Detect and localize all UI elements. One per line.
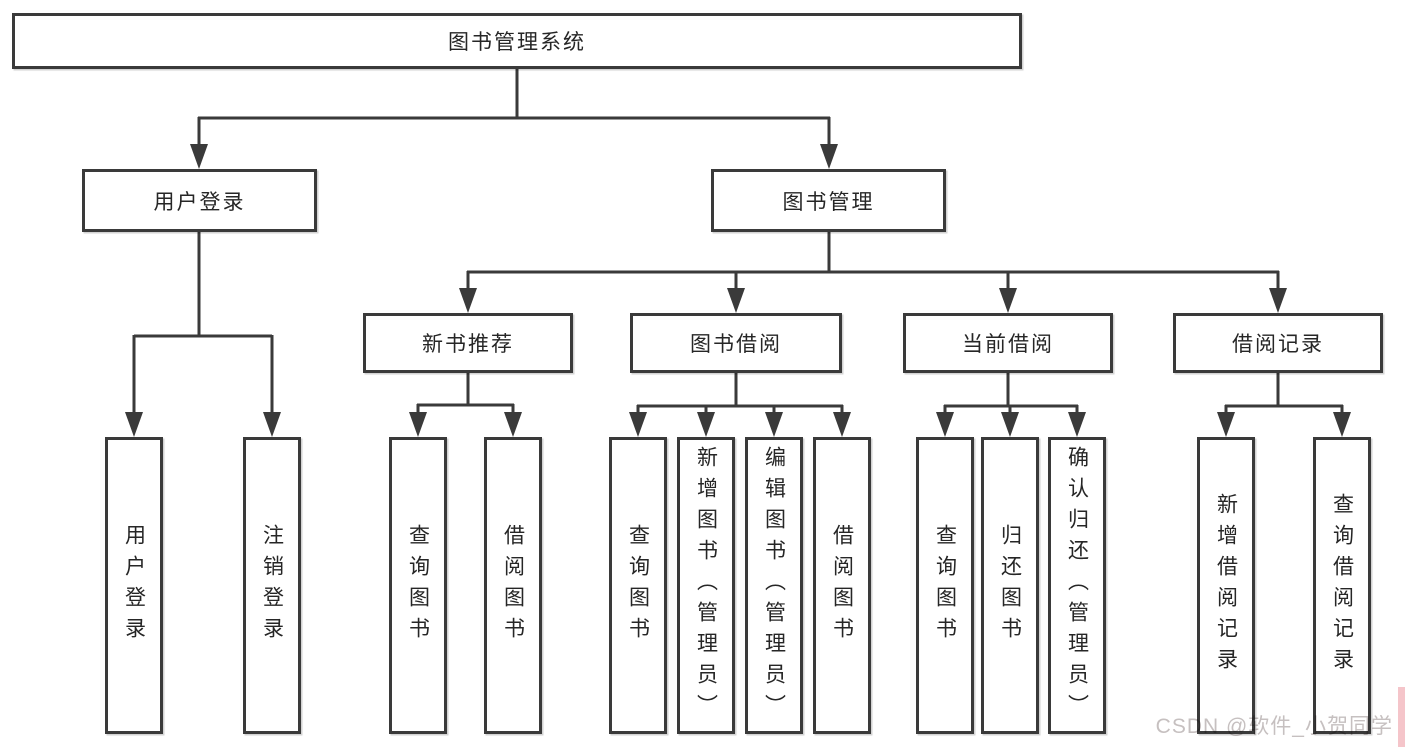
leaf-borrow-books-recommend: 借阅图书 bbox=[484, 437, 542, 734]
node-label: 归还图书 bbox=[998, 523, 1022, 648]
leaf-borrow-books-borrow: 借阅图书 bbox=[813, 437, 871, 734]
leaf-query-borrow-record: 查询借阅记录 bbox=[1313, 437, 1371, 734]
leaf-return-books: 归还图书 bbox=[981, 437, 1039, 734]
node-user-login: 用户登录 bbox=[82, 169, 317, 232]
node-label: 查询图书 bbox=[406, 523, 430, 648]
leaf-add-books-admin: 新增图书（管理员） bbox=[677, 437, 735, 734]
leaf-query-books-recommend: 查询图书 bbox=[389, 437, 447, 734]
node-label: 查询图书 bbox=[933, 523, 957, 648]
csdn-watermark: CSDN @软件_小贺同学 bbox=[1155, 715, 1393, 738]
leaf-confirm-return-admin: 确认归还（管理员） bbox=[1048, 437, 1106, 734]
leaf-edit-books-admin: 编辑图书（管理员） bbox=[745, 437, 803, 734]
node-library-system: 图书管理系统 bbox=[12, 13, 1022, 69]
node-book-management: 图书管理 bbox=[711, 169, 946, 232]
node-label: 图书管理系统 bbox=[448, 31, 586, 54]
node-label: 查询图书 bbox=[626, 523, 650, 648]
leaf-query-books-borrow: 查询图书 bbox=[609, 437, 667, 734]
node-label: 新书推荐 bbox=[422, 333, 514, 356]
node-label: 编辑图书（管理员） bbox=[762, 446, 786, 725]
node-label: 图书管理 bbox=[782, 190, 875, 214]
node-label: 新增借阅记录 bbox=[1214, 492, 1238, 679]
watermark-edge-strip bbox=[1398, 687, 1405, 747]
leaf-add-borrow-record: 新增借阅记录 bbox=[1197, 437, 1255, 734]
node-label: 用户登录 bbox=[153, 190, 246, 214]
node-new-book-recommend: 新书推荐 bbox=[363, 313, 573, 373]
leaf-user-login: 用户登录 bbox=[105, 437, 163, 734]
node-label: 图书借阅 bbox=[690, 333, 782, 356]
leaf-logout-login: 注销登录 bbox=[243, 437, 301, 734]
node-label: 借阅记录 bbox=[1232, 333, 1324, 356]
node-label: 借阅图书 bbox=[830, 523, 854, 648]
node-label: 确认归还（管理员） bbox=[1065, 446, 1089, 725]
node-label: 用户登录 bbox=[122, 523, 146, 648]
node-current-borrow: 当前借阅 bbox=[903, 313, 1113, 373]
node-label: 当前借阅 bbox=[962, 333, 1054, 356]
node-book-borrow: 图书借阅 bbox=[630, 313, 842, 373]
node-label: 注销登录 bbox=[260, 523, 284, 648]
node-label: 借阅图书 bbox=[501, 523, 525, 648]
node-borrow-records: 借阅记录 bbox=[1173, 313, 1383, 373]
connector-paths bbox=[132, 69, 1344, 418]
node-label: 查询借阅记录 bbox=[1330, 492, 1354, 679]
leaf-query-books-current: 查询图书 bbox=[916, 437, 974, 734]
node-label: 新增图书（管理员） bbox=[694, 446, 718, 725]
arrowhead-icons bbox=[125, 144, 1351, 437]
